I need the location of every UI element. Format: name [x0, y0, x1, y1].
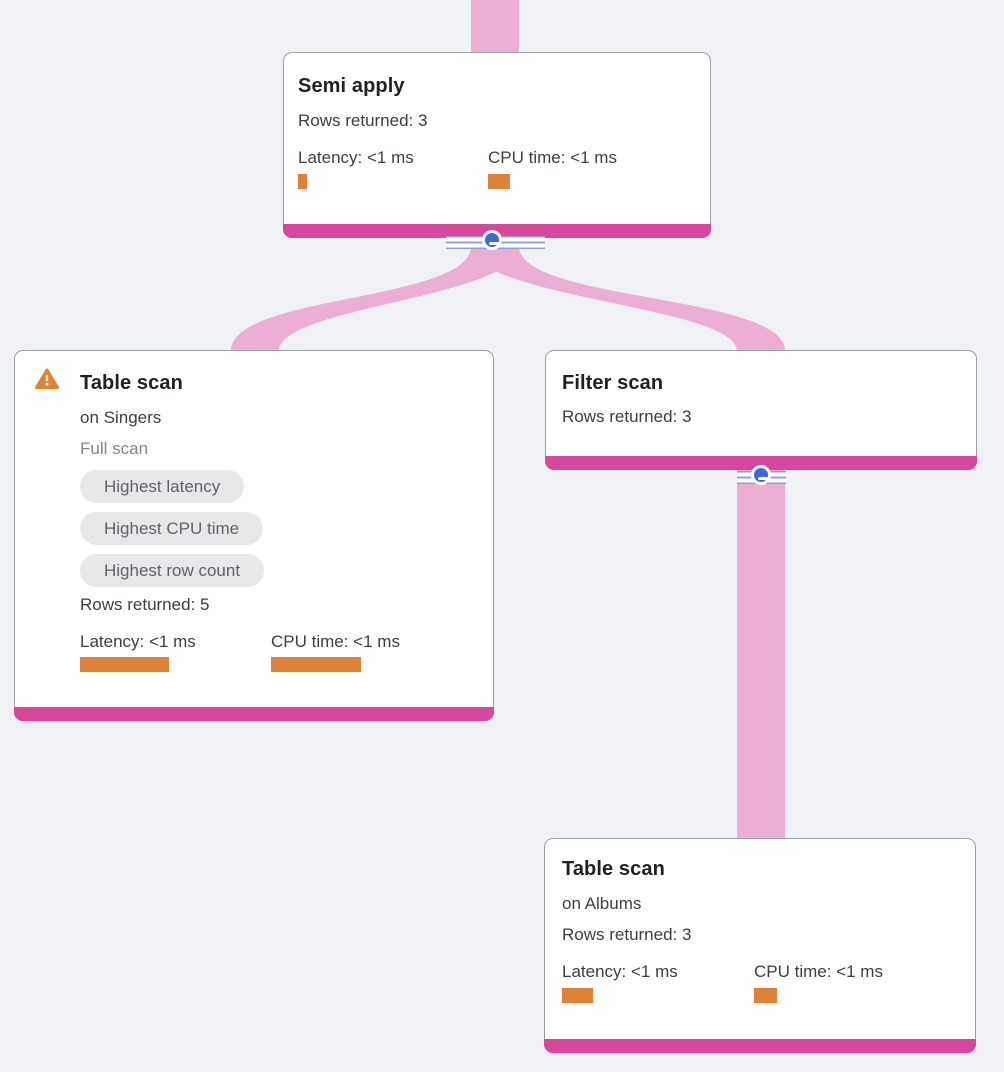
node-title: Table scan — [562, 858, 665, 880]
cpu-time-bar — [754, 988, 777, 1003]
edge-semi-apply-to-filter-scan — [471, 246, 785, 351]
rows-returned-text: Rows returned: 3 — [298, 111, 428, 130]
node-accent-bar — [544, 1039, 976, 1053]
latency-label: Latency: <1 ms — [80, 632, 196, 651]
scan-type-text: Full scan — [80, 439, 149, 458]
warning-icon — [35, 368, 59, 389]
collapse-button[interactable] — [482, 230, 502, 250]
badge-stack: Highest latency Highest CPU time Highest… — [80, 470, 265, 587]
latency-bar — [80, 657, 169, 672]
latency-label: Latency: <1 ms — [562, 962, 678, 981]
highest-latency-badge: Highest latency — [80, 470, 245, 503]
cpu-time-label: CPU time: <1 ms — [488, 148, 617, 167]
latency-bar — [298, 174, 307, 189]
scan-target-text: on Albums — [562, 894, 642, 913]
cpu-time-label: CPU time: <1 ms — [271, 632, 400, 651]
cpu-time-label: CPU time: <1 ms — [754, 962, 883, 981]
latency-label: Latency: <1 ms — [298, 148, 414, 167]
node-accent-bar — [14, 707, 494, 721]
highest-cpu-time-badge: Highest CPU time — [80, 512, 264, 545]
latency-bar — [562, 988, 593, 1003]
cpu-time-bar — [271, 657, 361, 672]
minus-icon — [489, 241, 501, 245]
node-filter-scan[interactable]: Filter scan Rows returned: 3 — [545, 350, 977, 470]
node-table-scan-albums[interactable]: Table scan on Albums Rows returned: 3 La… — [544, 838, 976, 1053]
minus-icon — [758, 476, 770, 480]
node-semi-apply[interactable]: Semi apply Rows returned: 3 Latency: <1 … — [283, 52, 711, 238]
highest-row-count-badge: Highest row count — [80, 554, 265, 587]
rows-returned-text: Rows returned: 3 — [562, 925, 692, 944]
node-title: Semi apply — [298, 75, 405, 97]
rows-returned-text: Rows returned: 5 — [80, 595, 210, 614]
node-accent-bar — [545, 456, 977, 470]
edge-parent-to-semi-apply — [471, 0, 519, 54]
collapse-button[interactable] — [751, 465, 771, 485]
node-title: Table scan — [80, 372, 183, 394]
edge-semi-apply-to-table-scan-singers — [231, 246, 519, 351]
node-table-scan-singers[interactable]: Table scan on Singers Full scan Highest … — [14, 350, 494, 721]
edge-filter-scan-to-table-scan-albums — [737, 468, 785, 840]
node-title: Filter scan — [562, 372, 664, 394]
scan-target-text: on Singers — [80, 408, 162, 427]
cpu-time-bar — [488, 174, 510, 189]
rows-returned-text: Rows returned: 3 — [562, 407, 692, 426]
